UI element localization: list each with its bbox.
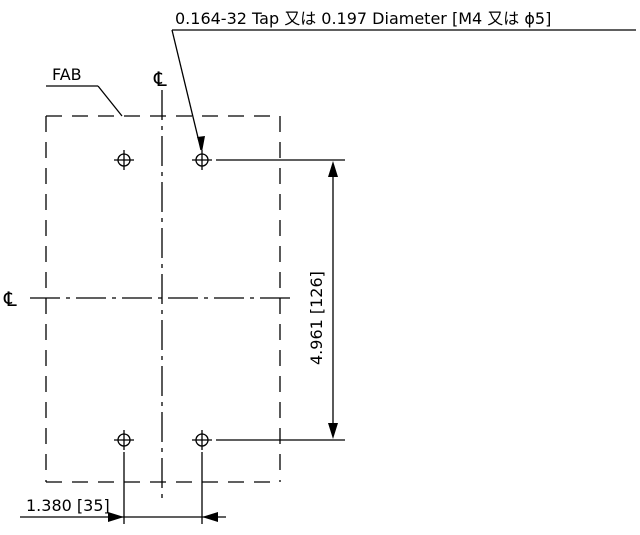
mounting-hole-bottom-right: [192, 430, 212, 450]
hole-callout-leader: [171, 29, 636, 152]
fab-label: FAB: [52, 65, 82, 84]
horizontal-dimension-label: 1.380 [35]: [26, 496, 110, 515]
fab-outline: [45, 115, 281, 483]
horizontal-dimension: [20, 452, 226, 524]
fab-leader: [46, 85, 123, 117]
mounting-hole-top-left: [114, 150, 134, 170]
mounting-hole-bottom-left: [114, 430, 134, 450]
vertical-dimension: [216, 159, 345, 441]
hole-callout-text: 0.164-32 Tap 又は 0.197 Diameter [M4 又は ϕ5…: [175, 9, 551, 28]
mounting-hole-top-right: [192, 150, 212, 170]
centerline-symbol-left: ℄: [3, 287, 17, 311]
vertical-dimension-label: 4.961 [126]: [307, 271, 326, 365]
centerline-symbol-top: ℄: [153, 67, 167, 91]
